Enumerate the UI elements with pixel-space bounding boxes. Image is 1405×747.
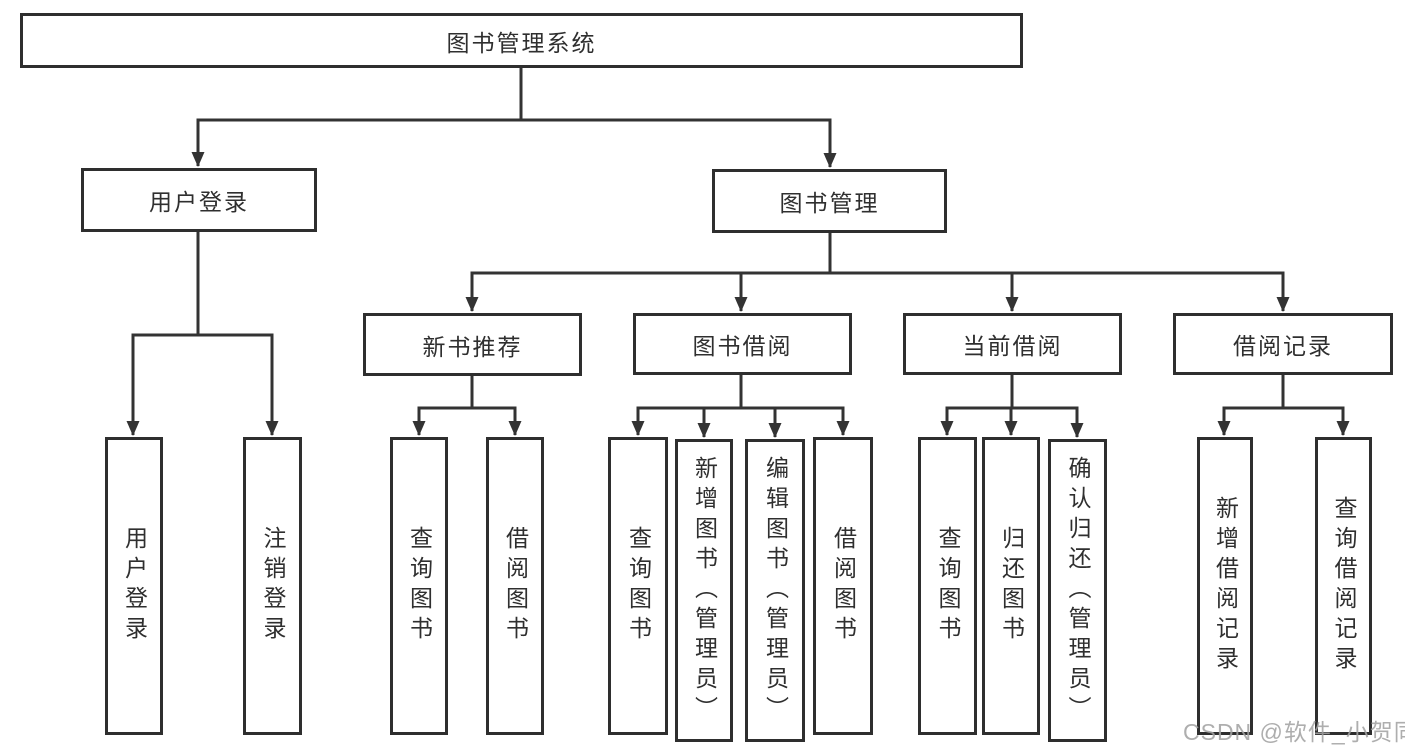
leaf-records-add: 新增借阅记录 <box>1197 437 1253 735</box>
node-current-borrow: 当前借阅 <box>903 313 1122 375</box>
node-user-login: 用户登录 <box>81 168 317 232</box>
node-book-mgmt-label: 图书管理 <box>779 190 880 216</box>
leaf-records-query-label: 查询借阅记录 <box>1331 496 1357 676</box>
leaf-borrow-edit-admin: 编辑图书（管理员） <box>745 439 805 742</box>
leaf-newbook-borrow: 借阅图书 <box>486 437 544 735</box>
connector-book-mgmt-to-level3 <box>465 232 1290 312</box>
connector-root-to-level2 <box>191 66 837 168</box>
leaf-current-confirm-admin: 确认归还（管理员） <box>1048 439 1107 742</box>
node-current-borrow-label: 当前借阅 <box>962 333 1063 359</box>
leaf-logout-label: 注销登录 <box>260 526 286 646</box>
leaf-borrow-borrow: 借阅图书 <box>813 437 873 735</box>
node-book-borrow-label: 图书借阅 <box>692 333 793 359</box>
connector-new-book-rec-children <box>412 374 522 436</box>
leaf-current-return: 归还图书 <box>982 437 1040 735</box>
leaf-user-login: 用户登录 <box>105 437 163 735</box>
node-user-login-label: 用户登录 <box>149 189 249 215</box>
leaf-borrow-edit-admin-label: 编辑图书（管理员） <box>762 455 789 726</box>
leaf-newbook-borrow-label: 借阅图书 <box>502 526 529 646</box>
leaf-newbook-query-label: 查询图书 <box>406 526 433 646</box>
leaf-borrow-borrow-label: 借阅图书 <box>830 526 857 646</box>
connector-current-borrow-children <box>940 374 1084 438</box>
node-library-system-label: 图书管理系统 <box>446 29 597 56</box>
leaf-borrow-query: 查询图书 <box>608 437 668 735</box>
node-library-system: 图书管理系统 <box>20 13 1023 68</box>
connector-borrow-records-children <box>1217 374 1350 436</box>
node-new-book-rec-label: 新书推荐 <box>422 333 523 360</box>
leaf-current-query: 查询图书 <box>918 437 977 735</box>
connector-user-login-children <box>126 231 279 436</box>
connector-book-borrow-children <box>631 374 850 438</box>
leaf-borrow-query-label: 查询图书 <box>625 526 652 646</box>
leaf-records-query: 查询借阅记录 <box>1315 437 1372 735</box>
leaf-current-query-label: 查询图书 <box>935 526 961 646</box>
leaf-borrow-add-admin: 新增图书（管理员） <box>675 439 733 742</box>
leaf-current-return-label: 归还图书 <box>998 526 1025 646</box>
node-borrow-records-label: 借阅记录 <box>1233 333 1333 359</box>
node-new-book-rec: 新书推荐 <box>363 313 582 376</box>
node-borrow-records: 借阅记录 <box>1173 313 1393 375</box>
node-book-borrow: 图书借阅 <box>633 313 852 375</box>
leaf-logout: 注销登录 <box>243 437 302 735</box>
leaf-borrow-add-admin-label: 新增图书（管理员） <box>691 455 718 726</box>
leaf-current-confirm-admin-label: 确认归还（管理员） <box>1065 455 1091 726</box>
csdn-watermark: CSDN @软件_小贺同学 <box>1183 719 1405 745</box>
leaf-user-login-label: 用户登录 <box>121 526 148 646</box>
leaf-records-add-label: 新增借阅记录 <box>1212 496 1239 676</box>
node-book-mgmt: 图书管理 <box>712 169 947 233</box>
leaf-newbook-query: 查询图书 <box>390 437 448 735</box>
